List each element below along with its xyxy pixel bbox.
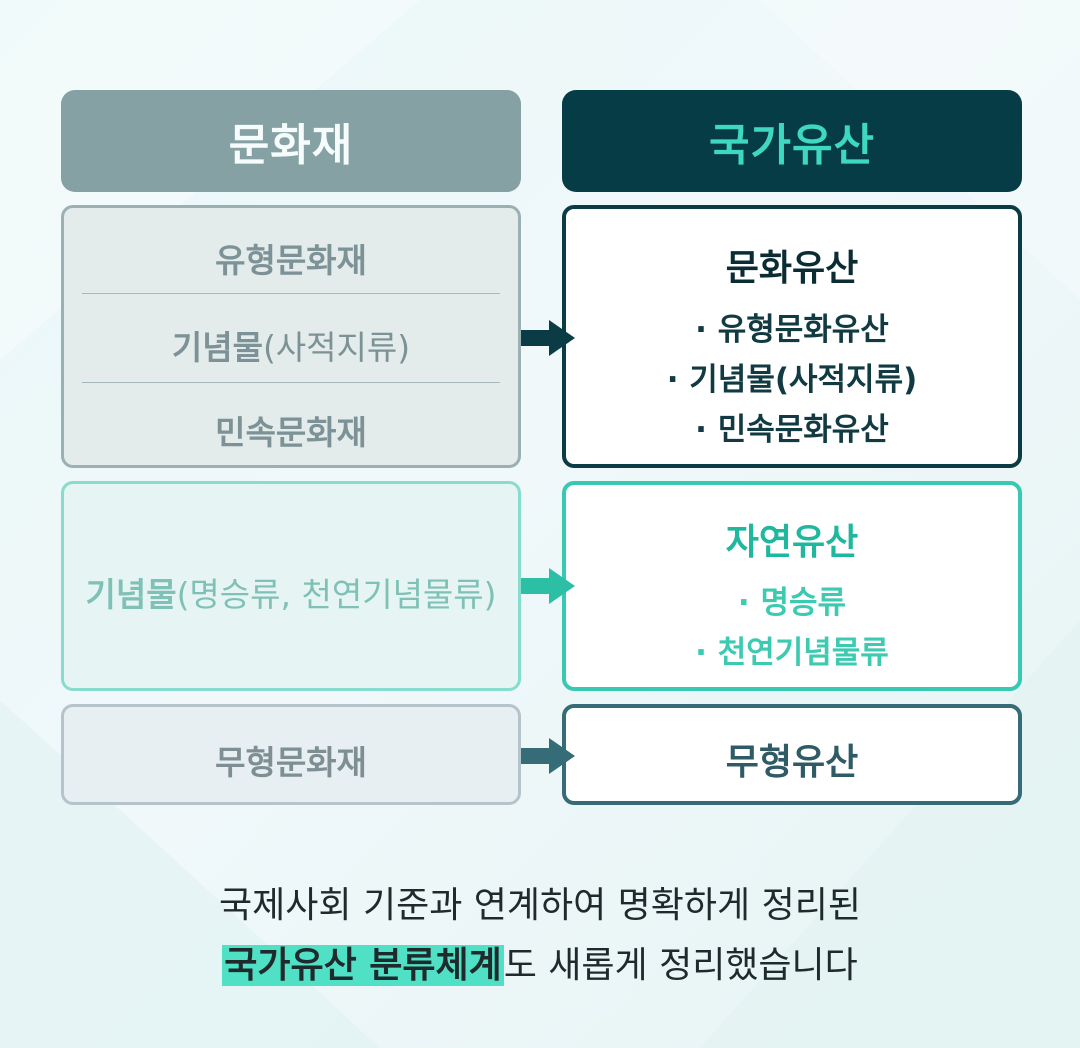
old-monument-nature-box: 기념물(명승류, 천연기념물류) [61,481,521,691]
old-item-monument-historic: 기념물(사적지류) [64,321,518,369]
natural-heritage-item: · 천연기념물류 [695,635,889,671]
old-item-intangible: 무형문화재 [215,743,367,782]
old-item-monument-label: 기념물 [171,328,263,367]
old-item-monument-nature-sub: (명승류, 천연기념물류) [176,575,497,614]
cultural-heritage-item: · 기념물(사적지류) [666,362,918,398]
old-item-folklore: 민속문화재 [215,413,367,452]
natural-heritage-box: 자연유산 · 명승류 · 천연기념물류 [562,481,1022,691]
intangible-heritage-title: 무형유산 [725,742,859,783]
cultural-heritage-item: · 민속문화유산 [695,412,889,448]
old-item-monument-nature: 기념물(명승류, 천연기념물류) [64,568,518,616]
arrow-right-icon [521,320,575,356]
intangible-heritage-box: 무형유산 [562,704,1022,805]
header-cultural-property: 문화재 [61,90,521,192]
divider [82,293,500,294]
old-item-tangible: 유형문화재 [215,241,367,280]
old-intangible-box: 무형문화재 [61,704,521,805]
header-national-heritage: 국가유산 [562,90,1022,192]
cultural-heritage-title: 문화유산 [725,248,859,289]
arrow-right-icon [521,738,575,774]
caption-highlight: 국가유산 분류체계 [222,945,504,986]
divider [82,382,500,383]
old-item-monument-sub: (사적지류) [262,328,411,367]
cultural-heritage-box: 문화유산 · 유형문화유산 · 기념물(사적지류) · 민속문화유산 [562,205,1022,468]
caption-line-1: 국제사회 기준과 연계하여 명확하게 정리된 [219,885,861,926]
old-tangible-group-box: 유형문화재 기념물(사적지류) 민속문화재 [61,205,521,468]
natural-heritage-item: · 명승류 [737,585,847,621]
header-national-heritage-label: 국가유산 [709,120,875,171]
caption-line-2: 국가유산 분류체계도 새롭게 정리했습니다 [0,936,1080,988]
header-cultural-property-label: 문화재 [228,120,354,171]
arrow-right-icon [521,568,575,604]
old-item-monument-nature-label: 기념물 [85,575,177,614]
caption-line-2-rest: 도 새롭게 정리했습니다 [503,945,858,986]
natural-heritage-title: 자연유산 [725,522,859,563]
cultural-heritage-item: · 유형문화유산 [695,312,889,348]
